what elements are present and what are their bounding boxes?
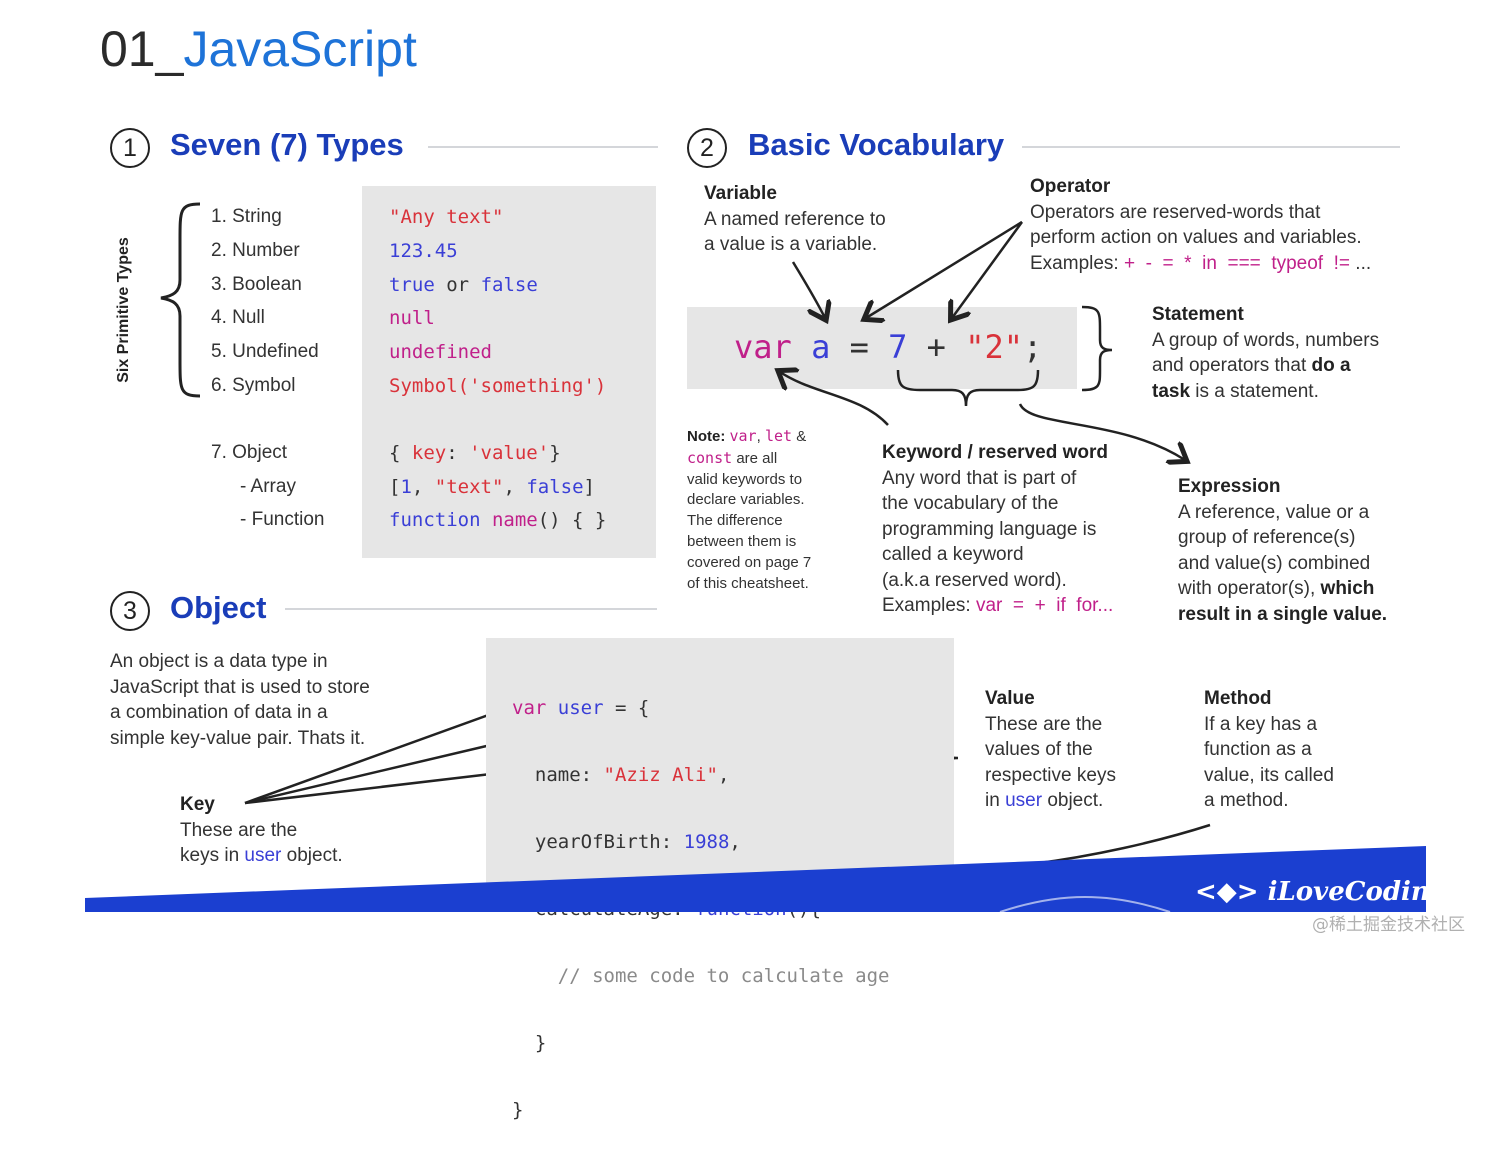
title-number: 01_	[100, 21, 184, 77]
code-brackets-icon: <◆>	[1195, 877, 1259, 907]
type-symbol-label: 6. Symbol	[211, 375, 296, 396]
code-function: function name() { }	[389, 509, 607, 531]
variable-annotation: Variable A named reference to a value is…	[704, 183, 886, 255]
section3-divider	[285, 608, 657, 610]
type-object-label: 7. Object	[211, 442, 288, 463]
title-name: JavaScript	[183, 21, 417, 77]
section2-number-badge: 2	[687, 128, 727, 168]
code-boolean: true or false	[389, 274, 538, 296]
type-string-label: 1. String	[211, 206, 282, 227]
primitive-types-brace	[160, 202, 201, 398]
section2-heading: Basic Vocabulary	[748, 127, 1005, 162]
type-array-label: - Array	[240, 476, 296, 497]
code-line-declare: var user = {	[512, 696, 650, 719]
code-line-year: yearOfBirth: 1988,	[534, 830, 741, 853]
code-line-close-fn: }	[534, 1031, 547, 1054]
brand-logo: <◆> iLoveCoding	[1195, 877, 1448, 907]
watermark: @稀土掘金技术社区	[1312, 915, 1465, 935]
code-object: { key: 'value'}	[389, 442, 561, 464]
method-annotation: Method If a key has a function as a valu…	[1204, 688, 1334, 811]
statement-code: var a = 7 + "2";	[734, 328, 1043, 366]
code-string: "Any text"	[389, 206, 504, 228]
footer-band	[85, 846, 1426, 913]
code-symbol: Symbol('something')	[389, 375, 607, 397]
type-undefined-label: 5. Undefined	[211, 341, 319, 362]
type-boolean-label: 3. Boolean	[211, 274, 302, 295]
expression-annotation: Expression A reference, value or a group…	[1178, 476, 1388, 625]
key-annotation: Key These are the keys in user object.	[180, 794, 343, 866]
code-line-name: name: "Aziz Ali",	[534, 763, 730, 786]
section3-number-badge: 3	[110, 591, 150, 631]
object-description: An object is a data type in JavaScript t…	[110, 651, 370, 749]
section2-divider	[1022, 146, 1400, 148]
value-annotation: Value These are the values of the respec…	[985, 688, 1116, 811]
type-null-label: 4. Null	[211, 307, 265, 328]
page-title: 01_JavaScript	[100, 20, 417, 78]
brand-name: iLoveCoding	[1267, 877, 1448, 907]
code-line-comment: // some code to calculate age	[557, 964, 890, 987]
code-number: 123.45	[389, 240, 458, 262]
object-code-panel	[486, 638, 954, 912]
type-function-label: - Function	[240, 509, 325, 530]
operator-annotation: Operator Operators are reserved-words th…	[1030, 176, 1372, 274]
section1-divider	[428, 146, 658, 148]
section1-heading: Seven (7) Types	[170, 127, 404, 162]
code-null: null	[389, 307, 435, 329]
code-undefined: undefined	[389, 341, 492, 363]
keyword-annotation: Keyword / reserved word Any word that is…	[882, 442, 1114, 616]
code-array: [1, "text", false]	[389, 476, 595, 498]
code-line-close-obj: }	[512, 1098, 524, 1121]
types-code-panel	[362, 186, 656, 558]
section3-heading: Object	[170, 590, 267, 625]
type-number-label: 2. Number	[211, 240, 300, 261]
section1-number-badge: 1	[110, 128, 150, 168]
statement-annotation: Statement A group of words, numbers and …	[1152, 304, 1380, 402]
declaration-note: Note: var, let & const are all valid key…	[687, 427, 812, 592]
